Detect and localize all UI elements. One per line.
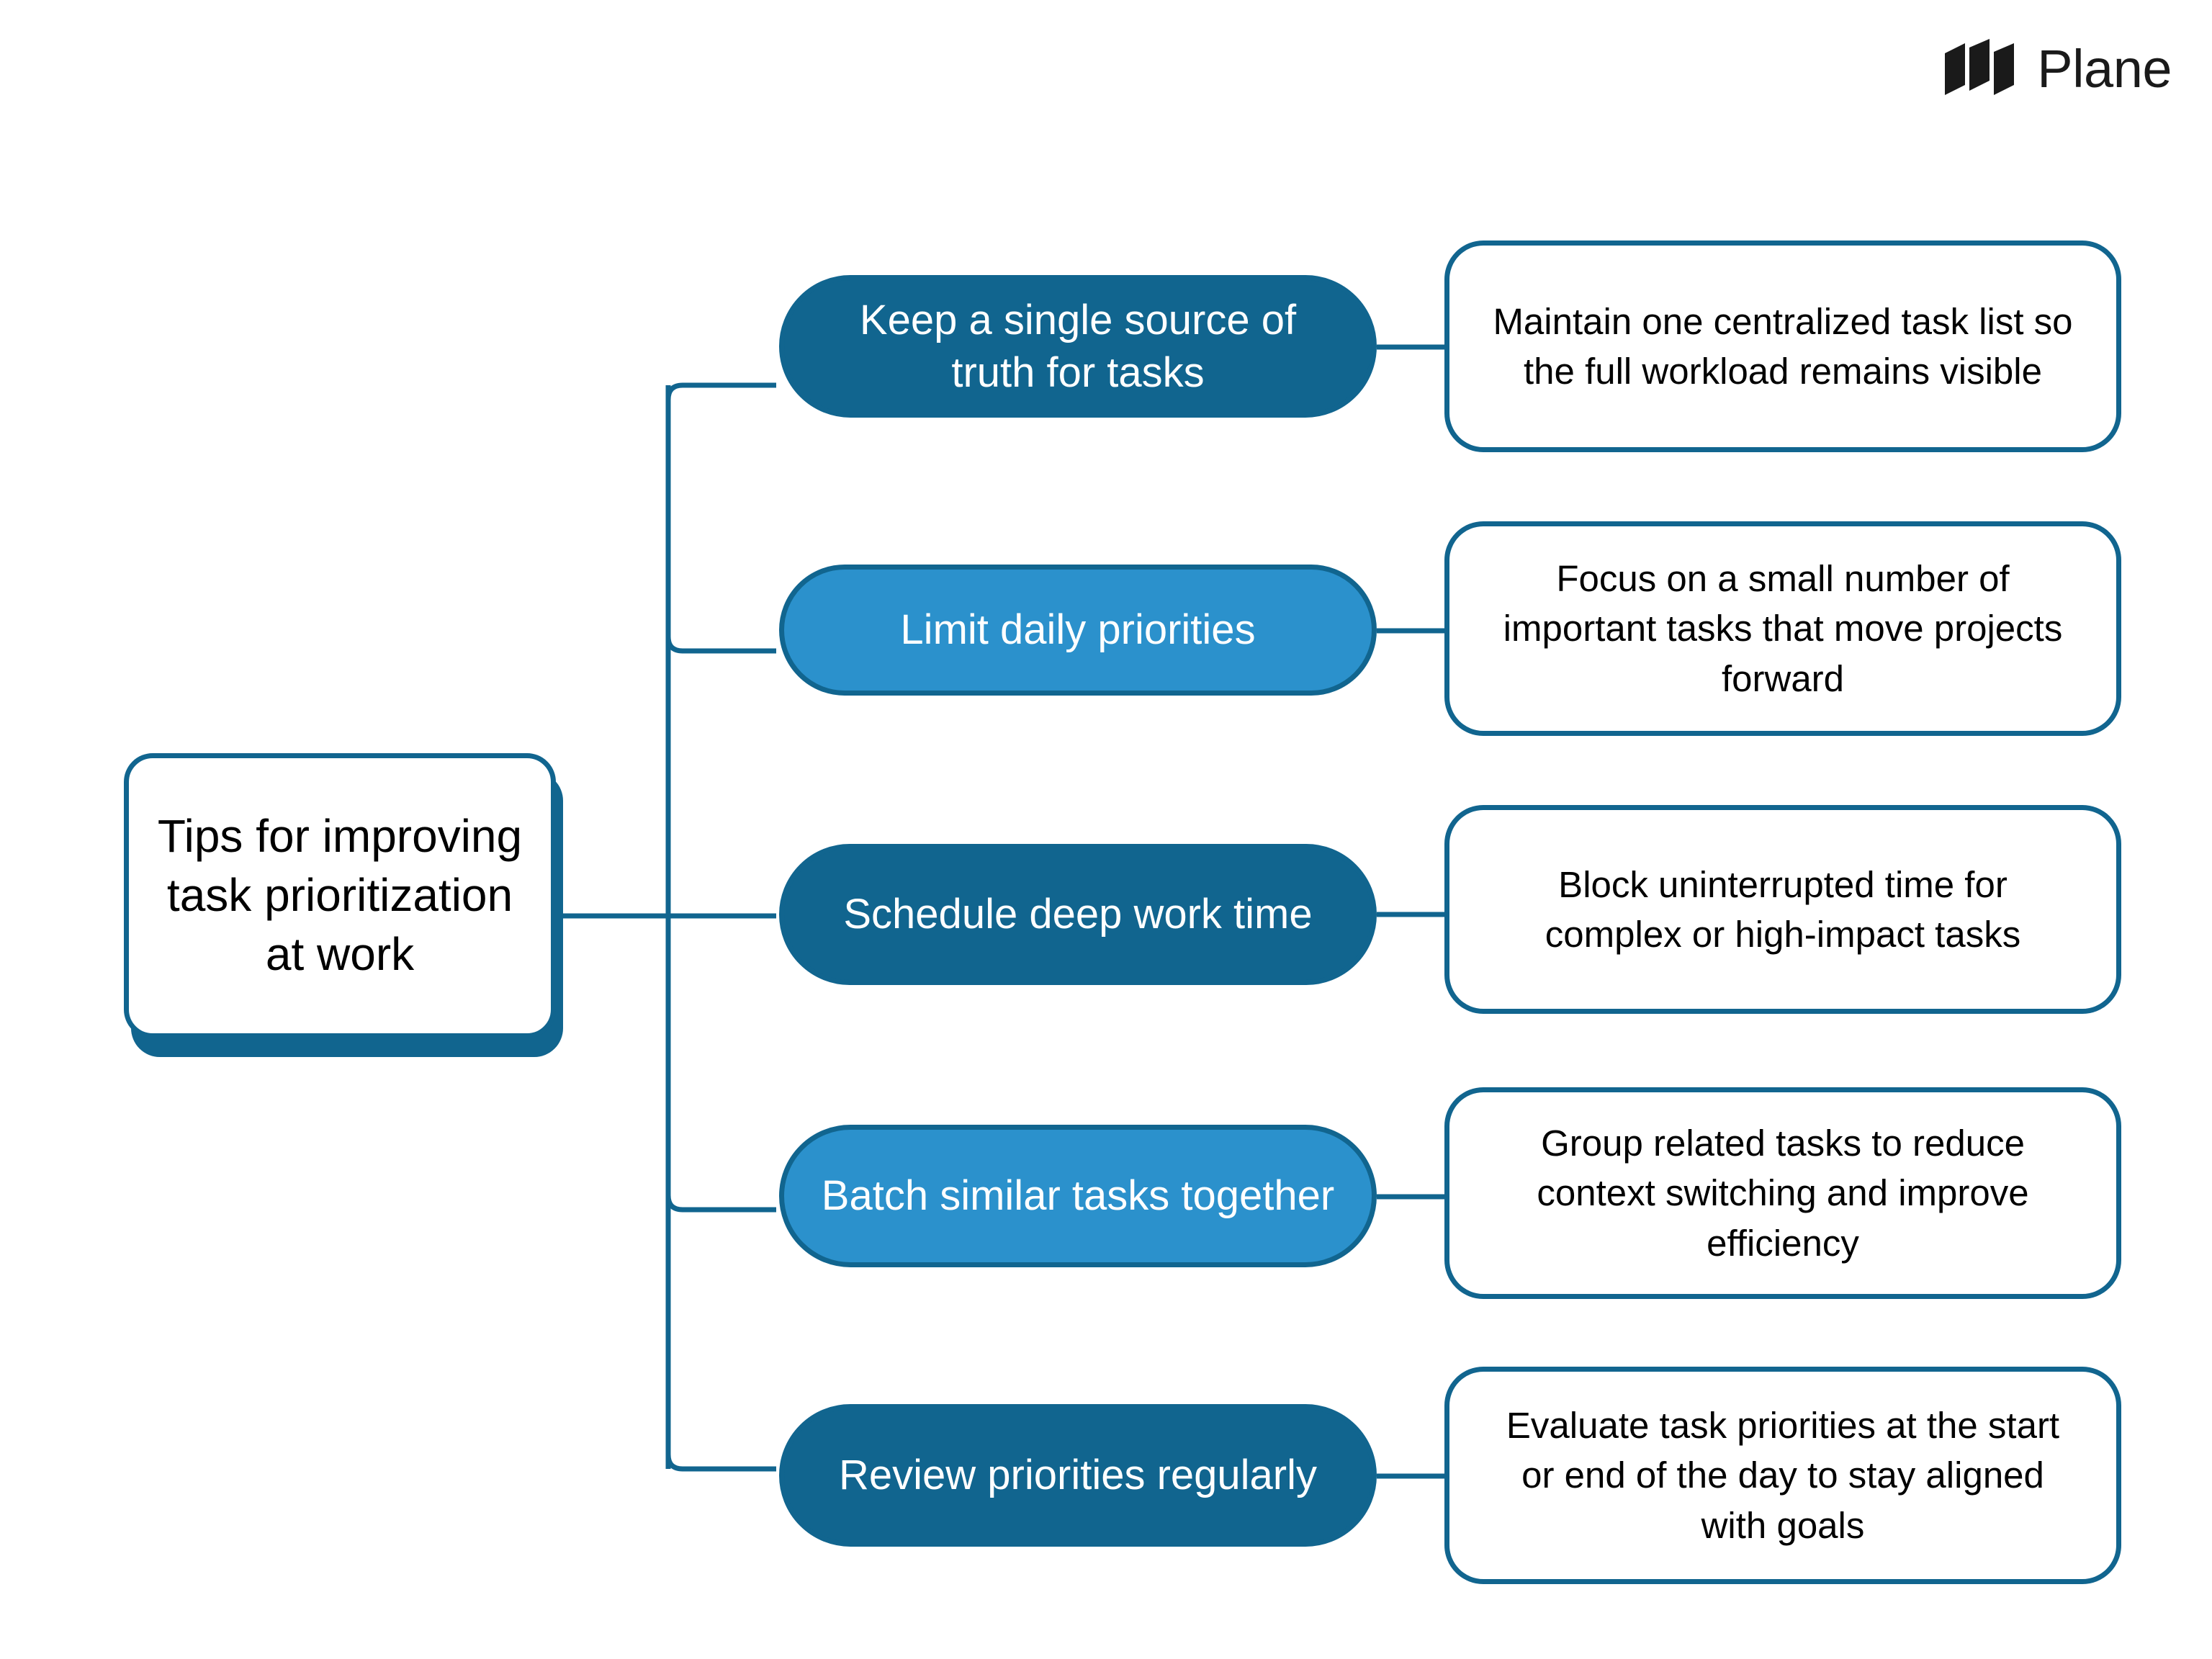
detail-card-text: Evaluate task priorities at the start or…: [1506, 1404, 2060, 1546]
plane-logo-icon: [1945, 39, 2015, 95]
brand-name: Plane: [2037, 39, 2172, 99]
branch-node-label: Batch similar tasks together: [821, 1172, 1335, 1220]
detail-card-5[interactable]: Evaluate task priorities at the start or…: [1444, 1367, 2121, 1584]
branch-node-3[interactable]: Schedule deep work time: [779, 844, 1377, 985]
root-node-face: Tips for improving task prioritization a…: [124, 753, 556, 1038]
connector-branch-2: [665, 608, 776, 654]
branch-node-label: Limit daily priorities: [900, 606, 1256, 654]
brand-logo: Plane: [1943, 37, 2172, 101]
detail-card-text: Focus on a small number of important tas…: [1503, 557, 2063, 699]
branch-node-label: Review priorities regularly: [839, 1452, 1317, 1499]
detail-card-2[interactable]: Focus on a small number of important tas…: [1444, 521, 2121, 736]
branch-node-4[interactable]: Batch similar tasks together: [779, 1125, 1377, 1267]
detail-card-text: Maintain one centralized task list so th…: [1493, 300, 2073, 392]
connector-branch-4: [665, 1166, 776, 1213]
branch-node-label: Keep a single source of truth for tasks: [859, 296, 1297, 396]
branch-node-5[interactable]: Review priorities regularly: [779, 1404, 1377, 1547]
detail-card-text: Group related tasks to reduce context sw…: [1537, 1122, 2029, 1264]
root-node[interactable]: Tips for improving task prioritization a…: [124, 753, 563, 1057]
detail-card-1[interactable]: Maintain one centralized task list so th…: [1444, 240, 2121, 452]
connector-branch-5: [665, 1440, 776, 1472]
detail-card-3[interactable]: Block uninterrupted time for complex or …: [1444, 805, 2121, 1014]
branch-node-label: Schedule deep work time: [843, 891, 1313, 938]
branch-node-2[interactable]: Limit daily priorities: [779, 565, 1377, 696]
connector-branch-1: [665, 382, 776, 428]
branch-node-1[interactable]: Keep a single source of truth for tasks: [779, 275, 1377, 418]
detail-card-4[interactable]: Group related tasks to reduce context sw…: [1444, 1087, 2121, 1299]
root-node-label: Tips for improving task prioritization a…: [157, 810, 523, 980]
detail-card-text: Block uninterrupted time for complex or …: [1545, 863, 2021, 955]
